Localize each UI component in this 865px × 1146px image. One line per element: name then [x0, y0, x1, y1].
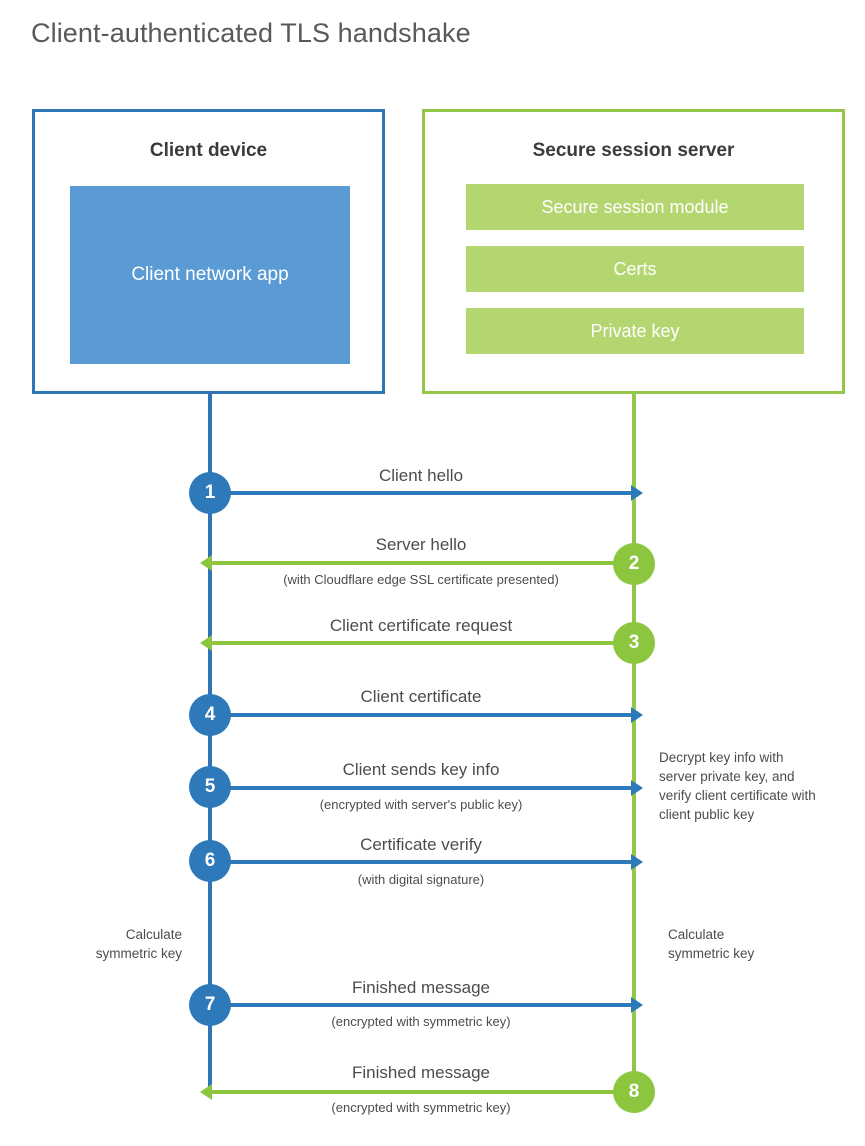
private-key-block: Private key [466, 308, 804, 354]
arrow-step-8 [200, 1084, 632, 1100]
arrow-step-5 [210, 780, 643, 796]
arrow-step-7 [210, 997, 643, 1013]
step-circle-8[interactable]: 8 [613, 1071, 655, 1113]
step-circle-5[interactable]: 5 [189, 766, 231, 808]
step-circle-7[interactable]: 7 [189, 984, 231, 1026]
arrow-step-2 [200, 555, 632, 571]
client-calculate-symmetric-key-annotation: Calculate symmetric key [44, 925, 182, 963]
server-decrypt-annotation: Decrypt key info with server private key… [659, 750, 816, 823]
client-calc-line-2: symmetric key [95, 946, 182, 962]
server-calculate-symmetric-key-annotation: Calculate symmetric key [668, 925, 818, 963]
arrowhead-right-icon [631, 485, 643, 501]
message-label-step-8: Finished message [352, 1063, 490, 1082]
step-circle-1[interactable]: 1 [189, 472, 231, 514]
client-network-app-block: Client network app [70, 186, 350, 364]
arrow-step-4 [210, 707, 643, 723]
arrowhead-right-icon [631, 780, 643, 796]
arrowhead-right-icon [631, 854, 643, 870]
client-device-box: Client device Client network app [32, 109, 385, 394]
server-lifeline [632, 394, 636, 1092]
message-label-step-3: Client certificate request [329, 616, 513, 635]
client-lifeline [208, 394, 212, 1092]
arrowhead-right-icon [631, 997, 643, 1013]
arrow-step-3 [200, 635, 632, 651]
message-label-step-5: Client sends key info [342, 760, 500, 779]
message-sublabel-step-7: (encrypted with symmetric key) [331, 1014, 511, 1029]
arrowhead-left-icon [200, 635, 212, 651]
message-label-step-2: Server hello [375, 535, 467, 554]
step-circle-6[interactable]: 6 [189, 840, 231, 882]
message-label-step-7: Finished message [352, 978, 490, 997]
arrow-step-1 [210, 485, 643, 501]
message-sublabel-step-5: (encrypted with server's public key) [319, 797, 523, 812]
client-calc-line-1: Calculate [125, 927, 182, 942]
message-label-step-4: Client certificate [360, 687, 482, 706]
secure-session-server-box: Secure session server Secure session mod… [422, 109, 845, 394]
message-sublabel-step-2: (with Cloudflare edge SSL certificate pr… [283, 572, 559, 587]
step-circle-3[interactable]: 3 [613, 622, 655, 664]
arrowhead-right-icon [631, 707, 643, 723]
step-circle-4[interactable]: 4 [189, 694, 231, 736]
message-label-step-1: Client hello [378, 466, 464, 485]
arrow-step-6 [210, 854, 643, 870]
secure-session-server-title: Secure session server [532, 140, 735, 161]
step-circle-2[interactable]: 2 [613, 543, 655, 585]
server-calc-line-2: symmetric key [668, 946, 755, 962]
arrowhead-left-icon [200, 1084, 212, 1100]
server-calc-line-1: Calculate [668, 927, 725, 942]
page-title: Client-authenticated TLS handshake [31, 18, 471, 48]
arrowhead-left-icon [200, 555, 212, 571]
message-sublabel-step-8: (encrypted with symmetric key) [331, 1100, 511, 1115]
message-label-step-6: Certificate verify [360, 835, 482, 854]
secure-session-module-block: Secure session module [466, 184, 804, 230]
message-sublabel-step-6: (with digital signature) [357, 872, 485, 887]
client-device-title: Client device [149, 140, 268, 161]
certs-block: Certs [466, 246, 804, 292]
